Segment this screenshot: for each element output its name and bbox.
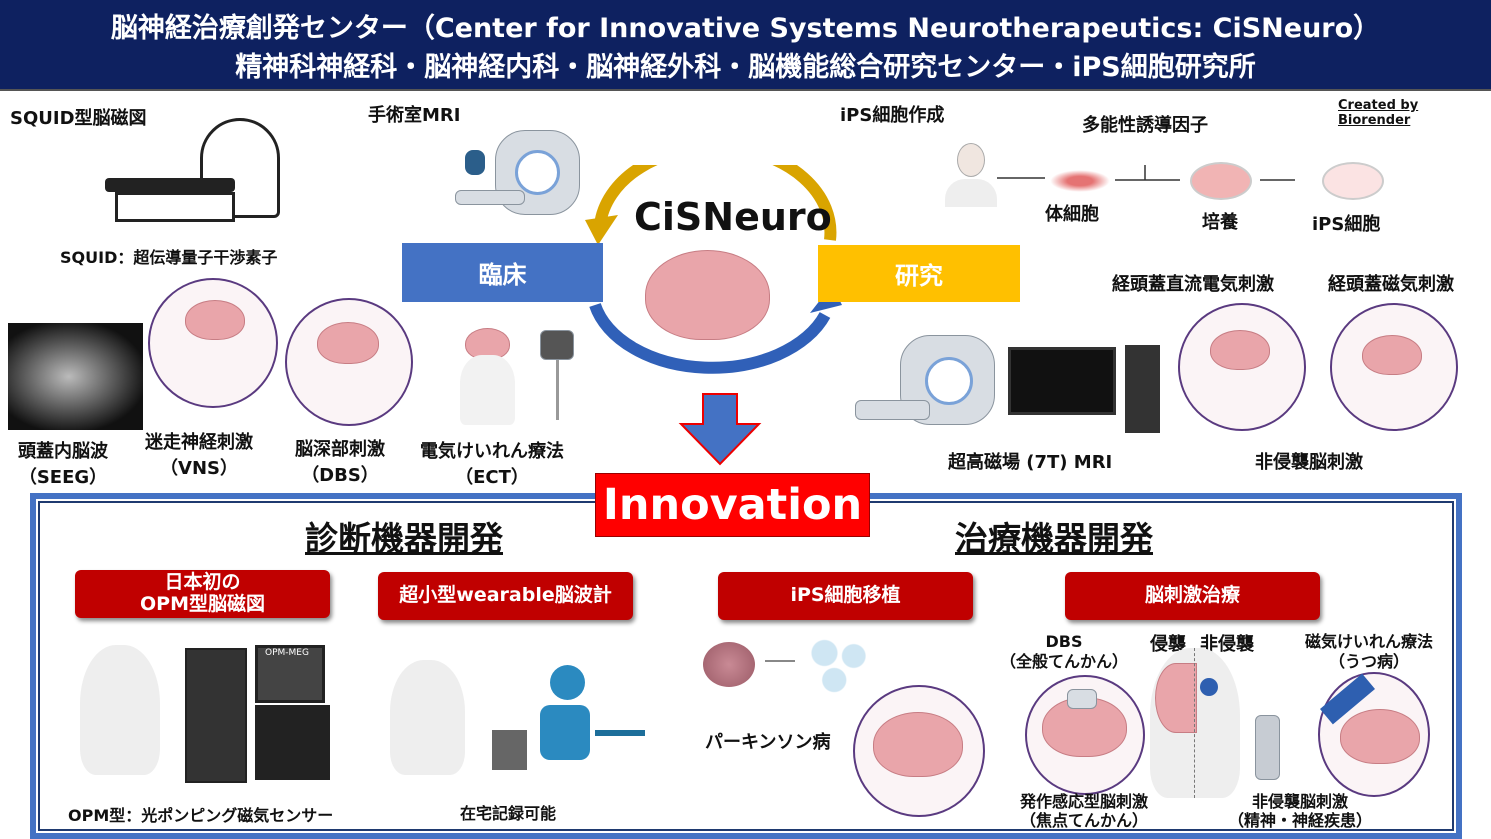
header-banner: 脳神経治療創発センター（Center for Innovative System…: [0, 0, 1491, 91]
dbs-therapy-label: DBS（全般てんかん）: [1000, 632, 1129, 671]
or-mri-illustration: [455, 130, 585, 230]
neural-cells-icon: [805, 635, 870, 695]
noninvasive-stim-label: 非侵襲脳刺激（精神・神経疾患）: [1228, 792, 1373, 830]
ips-transplant-button[interactable]: iPS細胞移植: [718, 572, 973, 620]
ect-illustration: [440, 320, 590, 430]
parkinson-label: パーキンソン病: [705, 732, 831, 753]
vns-label: 迷走神経刺激（VNS）: [145, 432, 253, 479]
factor-label: 多能性誘導因子: [1082, 115, 1208, 136]
credit: Created by Biorender: [1338, 98, 1419, 128]
tdcs-illustration: [1178, 303, 1306, 431]
invasive-label: 侵襲: [1150, 634, 1186, 655]
squid-desc: SQUID：超伝導量子干渉素子: [60, 248, 278, 267]
culture-dish-icon: [1190, 162, 1252, 200]
noninvasive-label: 非侵襲脳刺激: [1255, 452, 1363, 473]
tms-illustration: [1330, 303, 1458, 431]
head-invasive-noninvasive-illustration: [1150, 648, 1240, 798]
header-title: 脳神経治療創発センター（Center for Innovative System…: [110, 13, 1381, 44]
skull-xray-image: [8, 323, 143, 430]
down-arrow-icon: [678, 393, 762, 466]
ips-process-arrows: [997, 165, 1295, 181]
mri-7t-label: 超高磁場 (7T) MRI: [948, 452, 1113, 473]
blue-arrow-arc: [589, 303, 831, 374]
mri-title: 手術室MRI: [368, 105, 461, 126]
responsive-stim-illustration: [1025, 675, 1145, 795]
arrow-icon: [765, 660, 795, 662]
yellow-arrow-head: [585, 215, 618, 245]
diagnostic-dev-title: 診断機器開発: [305, 519, 503, 558]
magnetic-convulsive-label: 磁気けいれん療法（うつ病）: [1305, 632, 1434, 671]
clinical-box: 臨床: [402, 243, 603, 302]
cisneuro-title: CiSNeuro: [634, 195, 832, 239]
brain-stim-button[interactable]: 脳刺激治療: [1065, 572, 1320, 620]
ips-transplant-illustration: [853, 685, 985, 817]
center-brain-illustration: [645, 250, 770, 340]
mri-7t-illustration: [855, 335, 1165, 435]
mst-illustration: [1318, 672, 1430, 797]
wearable-eeg-button[interactable]: 超小型wearable脳波計: [378, 572, 633, 620]
dbs-label: 脳深部刺激（DBS）: [295, 439, 385, 486]
ips-dish-icon: [1322, 162, 1384, 200]
dbs-illustration: [285, 298, 413, 426]
stimulator-device-icon: [1255, 715, 1280, 780]
squid-title: SQUID型脳磁図: [10, 108, 147, 129]
squid-scanner-illustration: [105, 118, 285, 233]
home-recording-label: 在宅記録可能: [460, 804, 557, 823]
yellow-arrow-arc: [594, 165, 837, 241]
innovation-box: Innovation: [595, 473, 870, 537]
header-subtitle: 精神科神経科・脳神経内科・脳神経外科・脳機能総合研究センター・iPS細胞研究所: [235, 52, 1256, 83]
tms-label: 経頭蓋磁気刺激: [1328, 274, 1454, 295]
vns-illustration: [148, 278, 278, 408]
opm-screen-label: OPM-MEG: [265, 648, 309, 658]
ips-cells-cluster-icon: [703, 642, 755, 687]
noninvasive-top-label: 非侵襲: [1200, 634, 1254, 655]
tdcs-label: 経頭蓋直流電気刺激: [1112, 274, 1274, 295]
ips-label: iPS細胞: [1312, 214, 1381, 235]
culture-label: 培養: [1202, 212, 1238, 233]
ips-creation-title: iPS細胞作成: [840, 105, 945, 126]
wearable-eeg-illustration: [380, 655, 650, 780]
somatic-label: 体細胞: [1045, 204, 1099, 225]
opm-meg-illustration: OPM-MEG: [75, 640, 335, 785]
person-icon: [945, 143, 997, 208]
research-box: 研究: [818, 245, 1020, 302]
somatic-cells-icon: [1050, 170, 1110, 192]
ect-label: 電気けいれん療法（ECT）: [420, 441, 564, 488]
therapeutic-dev-title: 治療機器開発: [955, 519, 1153, 558]
opm-desc: OPM型：光ポンピング磁気センサー: [68, 806, 334, 825]
responsive-stim-label: 発作感応型脳刺激（焦点てんかん）: [1020, 792, 1149, 830]
seeg-label: 頭蓋内脳波（SEEG）: [18, 441, 108, 488]
